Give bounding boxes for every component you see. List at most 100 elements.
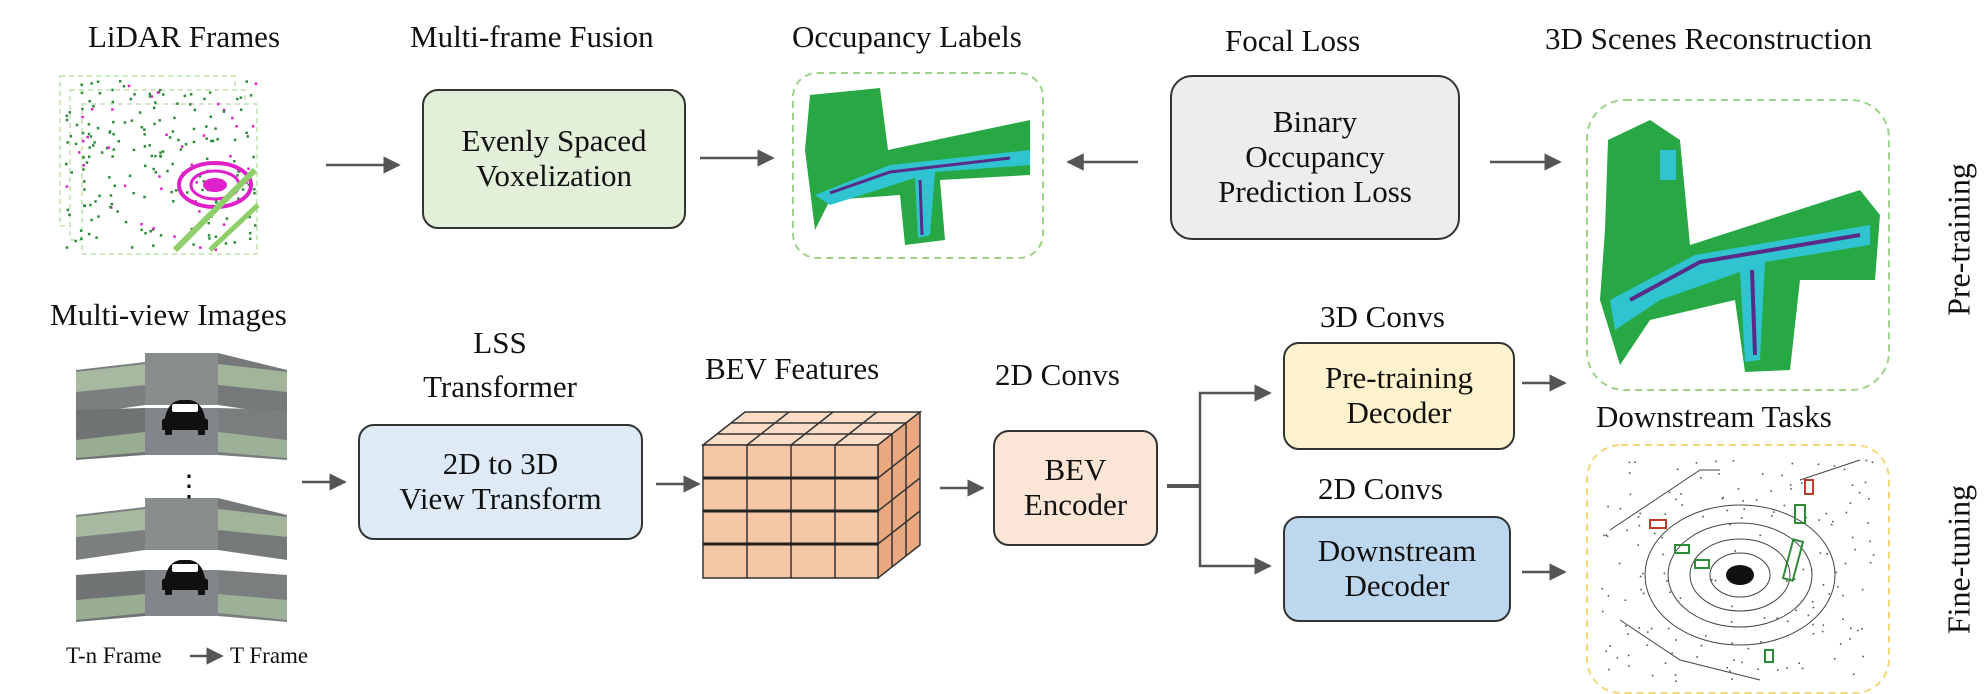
occupancy-loss-line1: Binary: [1272, 104, 1358, 140]
scan-point: [1869, 561, 1872, 564]
lidar-point: [130, 246, 134, 249]
lidar-point: [152, 227, 155, 230]
lidar-point: [127, 84, 131, 88]
lidar-point: [105, 146, 109, 150]
scan-point: [1865, 459, 1868, 462]
lidar-point: [254, 224, 257, 227]
scan-point: [1789, 484, 1792, 486]
scan-point: [1661, 536, 1663, 539]
lidar-point: [138, 111, 142, 114]
lidar-point: [81, 107, 84, 111]
lidar-point: [117, 140, 120, 143]
lidar-point: [205, 157, 209, 161]
lidar-point: [249, 237, 252, 241]
scan-point: [1681, 504, 1683, 506]
lidar-point: [214, 248, 218, 251]
car-icon: [162, 560, 208, 595]
lidar-point: [235, 125, 238, 128]
lidar-point: [202, 180, 205, 183]
lidar-point: [111, 108, 114, 111]
convs-2d-label-encoder: 2D Convs: [995, 357, 1120, 392]
scan-point: [1700, 477, 1702, 479]
scan-point: [1757, 668, 1759, 670]
lidar-point: [236, 97, 239, 101]
scan-point: [1718, 473, 1720, 475]
lidar-point: [68, 213, 71, 217]
scan-point: [1637, 516, 1640, 518]
lss-label-line1: LSS: [473, 325, 527, 360]
lidar-point: [140, 228, 143, 232]
lidar-point: [253, 188, 256, 191]
lidar-point: [88, 100, 91, 103]
scan-point: [1851, 484, 1854, 486]
lidar-point: [222, 223, 226, 226]
lidar-point: [152, 106, 156, 110]
lidar-point: [211, 139, 215, 143]
lidar-point: [183, 94, 187, 98]
lidar-point: [159, 155, 162, 158]
occupancy-loss-line3: Prediction Loss: [1218, 173, 1412, 209]
lidar-point: [65, 162, 68, 166]
scan-point: [1639, 575, 1642, 578]
scan-point: [1790, 488, 1792, 490]
lidar-point: [66, 208, 70, 212]
scan-point: [1800, 482, 1803, 484]
scan-point: [1629, 472, 1631, 474]
lidar-point: [193, 108, 197, 112]
scan-point: [1812, 606, 1815, 609]
lidar-point: [148, 95, 152, 98]
scan-point: [1607, 595, 1610, 597]
lidar-point: [83, 204, 87, 207]
lidar-point: [189, 93, 193, 96]
scan-point: [1743, 508, 1745, 510]
scan-point: [1861, 628, 1863, 630]
pretraining-decoder-line1: Pre-training: [1324, 360, 1474, 396]
scan-point: [1726, 509, 1728, 512]
scan-point: [1640, 588, 1642, 591]
lidar-point: [86, 135, 89, 139]
scan-point: [1786, 620, 1789, 623]
lidar-point: [108, 176, 111, 179]
voxelization-line2: Voxelization: [475, 158, 633, 193]
lidar-point: [251, 125, 255, 128]
lidar-point: [95, 236, 98, 239]
lidar-point: [216, 138, 219, 141]
scan-point: [1833, 465, 1836, 467]
lidar-point: [143, 145, 147, 148]
lidar-point: [89, 203, 92, 207]
lidar-point: [192, 140, 196, 144]
lidar-point: [173, 235, 176, 238]
pretraining-decoder-box: Pre-training Decoder: [1283, 342, 1515, 450]
scan-point: [1786, 580, 1788, 582]
scan-point: [1830, 523, 1833, 526]
scan-point: [1676, 468, 1679, 471]
lidar-point: [100, 151, 104, 154]
bev-encoder-line2: Encoder: [1023, 487, 1128, 522]
scan-point: [1861, 588, 1864, 591]
lidar-point: [97, 215, 100, 218]
scan-point: [1759, 534, 1762, 537]
scan-point: [1770, 490, 1772, 492]
lidar-point: [92, 105, 95, 108]
lidar-point: [112, 120, 115, 124]
scan-point: [1619, 507, 1622, 510]
scan-point: [1696, 656, 1698, 658]
lidar-point: [109, 205, 112, 209]
bev-encoder-line1: BEV: [1044, 452, 1107, 488]
scan-point: [1628, 461, 1631, 464]
lidar-point: [83, 180, 86, 183]
frame-sequence-end: T Frame: [230, 643, 309, 668]
scan-point: [1747, 647, 1750, 650]
lidar-point: [192, 127, 196, 131]
lidar-point: [203, 97, 206, 101]
downstream-decoder-box: Downstream Decoder: [1283, 516, 1511, 622]
scan-point: [1634, 461, 1636, 463]
lidar-point: [123, 121, 127, 124]
scan-point: [1851, 536, 1854, 539]
scan-point: [1607, 505, 1609, 508]
lidar-point: [150, 154, 154, 158]
occupancy-loss-line2: Occupancy: [1245, 139, 1385, 175]
lidar-point: [143, 133, 146, 136]
lidar-point: [80, 83, 83, 87]
lidar-point: [85, 161, 89, 164]
